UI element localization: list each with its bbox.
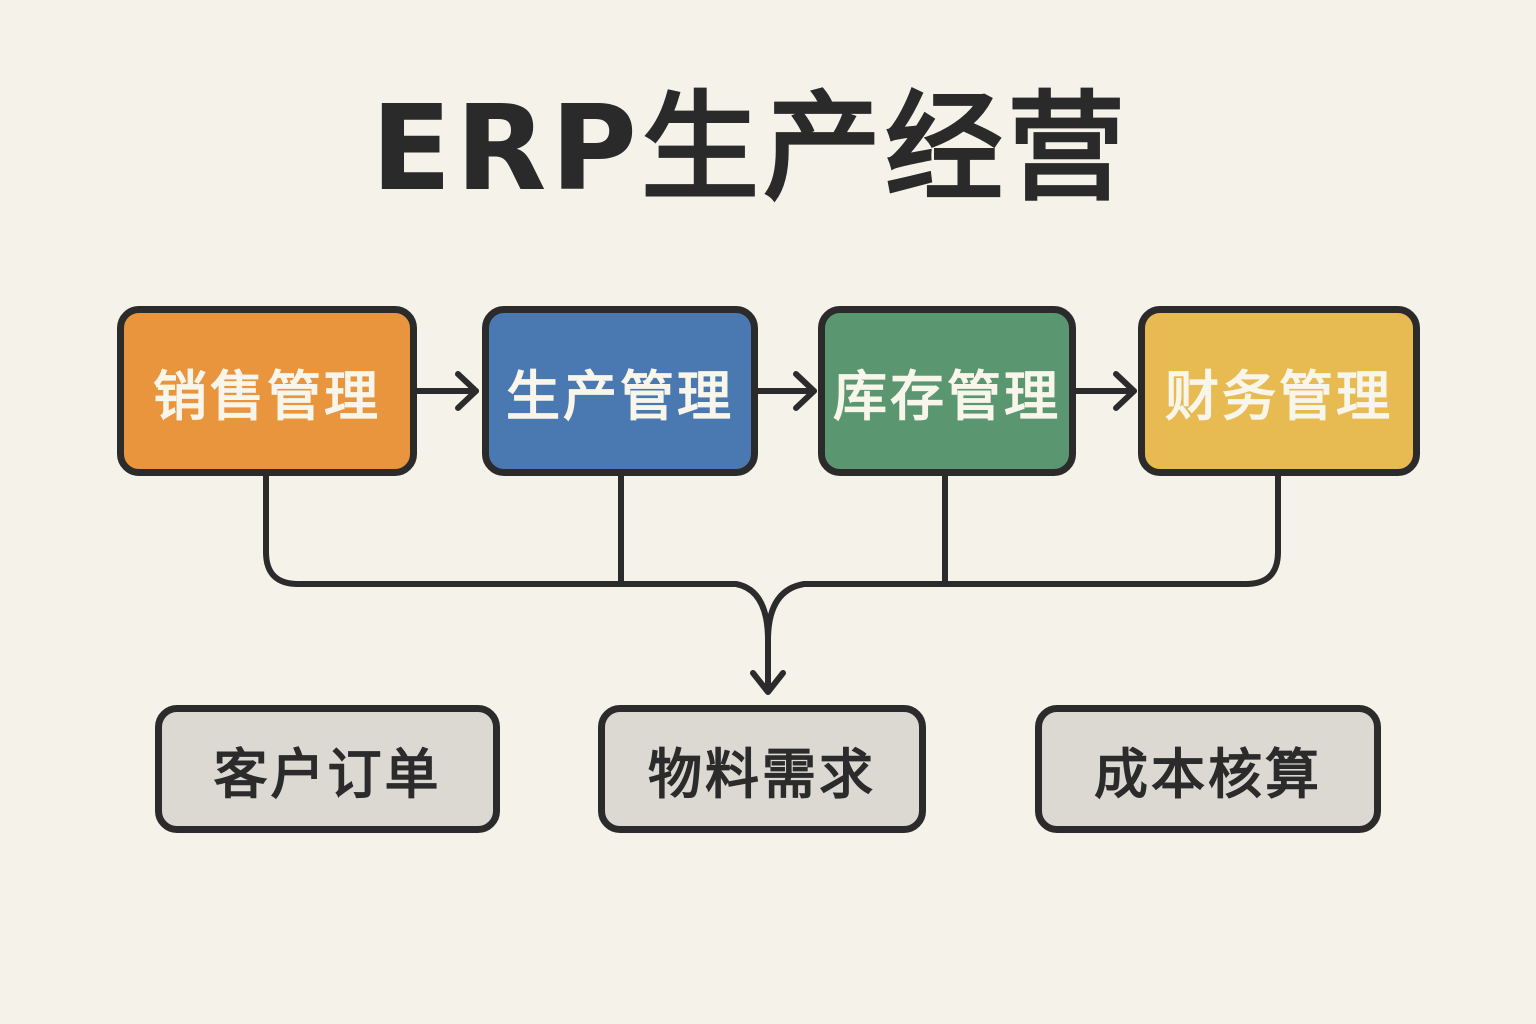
flow-arrow-2-head (793, 371, 817, 411)
module-production[interactable]: 生产管理 (482, 306, 758, 476)
module-production-label: 生产管理 (506, 364, 734, 428)
merge-curve-right (765, 581, 807, 643)
diagram-title: ERP生产经营 (371, 79, 1129, 217)
flow-arrow-1-head (455, 371, 479, 411)
module-inventory-label: 库存管理 (833, 364, 1061, 428)
output-customer-orders-label: 客户订单 (213, 742, 442, 806)
output-material-requirements-label: 物料需求 (648, 742, 876, 806)
output-customer-orders[interactable]: 客户订单 (155, 705, 500, 833)
drop-line-sales (263, 473, 739, 587)
module-finance[interactable]: 财务管理 (1138, 306, 1420, 476)
module-finance-label: 财务管理 (1165, 364, 1393, 428)
output-cost-accounting-label: 成本核算 (1094, 742, 1322, 806)
module-sales-label: 销售管理 (153, 364, 381, 428)
flow-arrow-3-head (1113, 371, 1137, 411)
merge-curve-left (733, 581, 771, 643)
down-arrow-head (750, 670, 786, 695)
module-inventory[interactable]: 库存管理 (818, 306, 1076, 476)
output-cost-accounting[interactable]: 成本核算 (1035, 705, 1381, 833)
drop-line-finance (801, 473, 1281, 587)
output-material-requirements[interactable]: 物料需求 (598, 705, 926, 833)
module-sales[interactable]: 销售管理 (117, 306, 417, 476)
